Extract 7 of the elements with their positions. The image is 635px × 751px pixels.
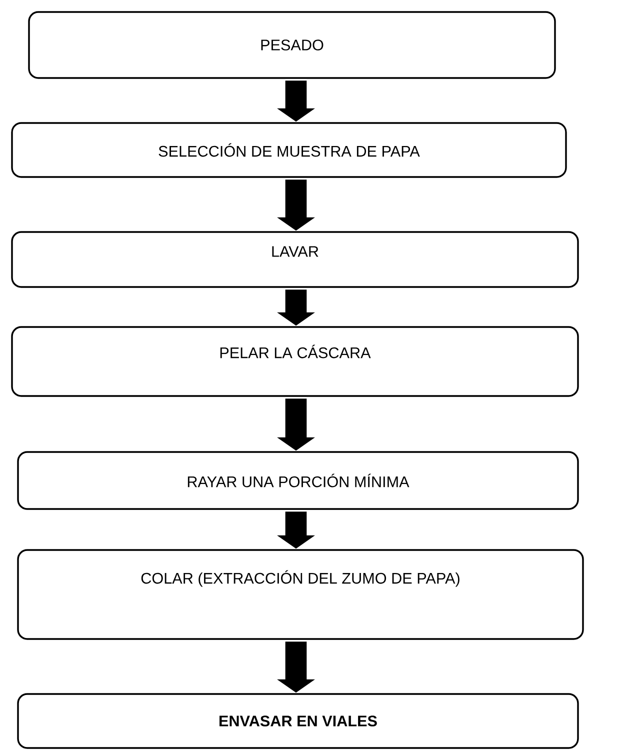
process-box: SELECCIÓN DE MUESTRA DE PAPA [11, 122, 567, 178]
process-box: ENVASAR EN VIALES [17, 693, 579, 749]
process-box: COLAR (EXTRACCIÓN DEL ZUMO DE PAPA) [17, 549, 584, 640]
process-box: PELAR LA CÁSCARA [11, 326, 579, 397]
process-box: RAYAR UNA PORCIÓN MÍNIMA [17, 451, 579, 510]
process-box: PESADO [28, 11, 556, 79]
process-box: LAVAR [11, 231, 579, 288]
